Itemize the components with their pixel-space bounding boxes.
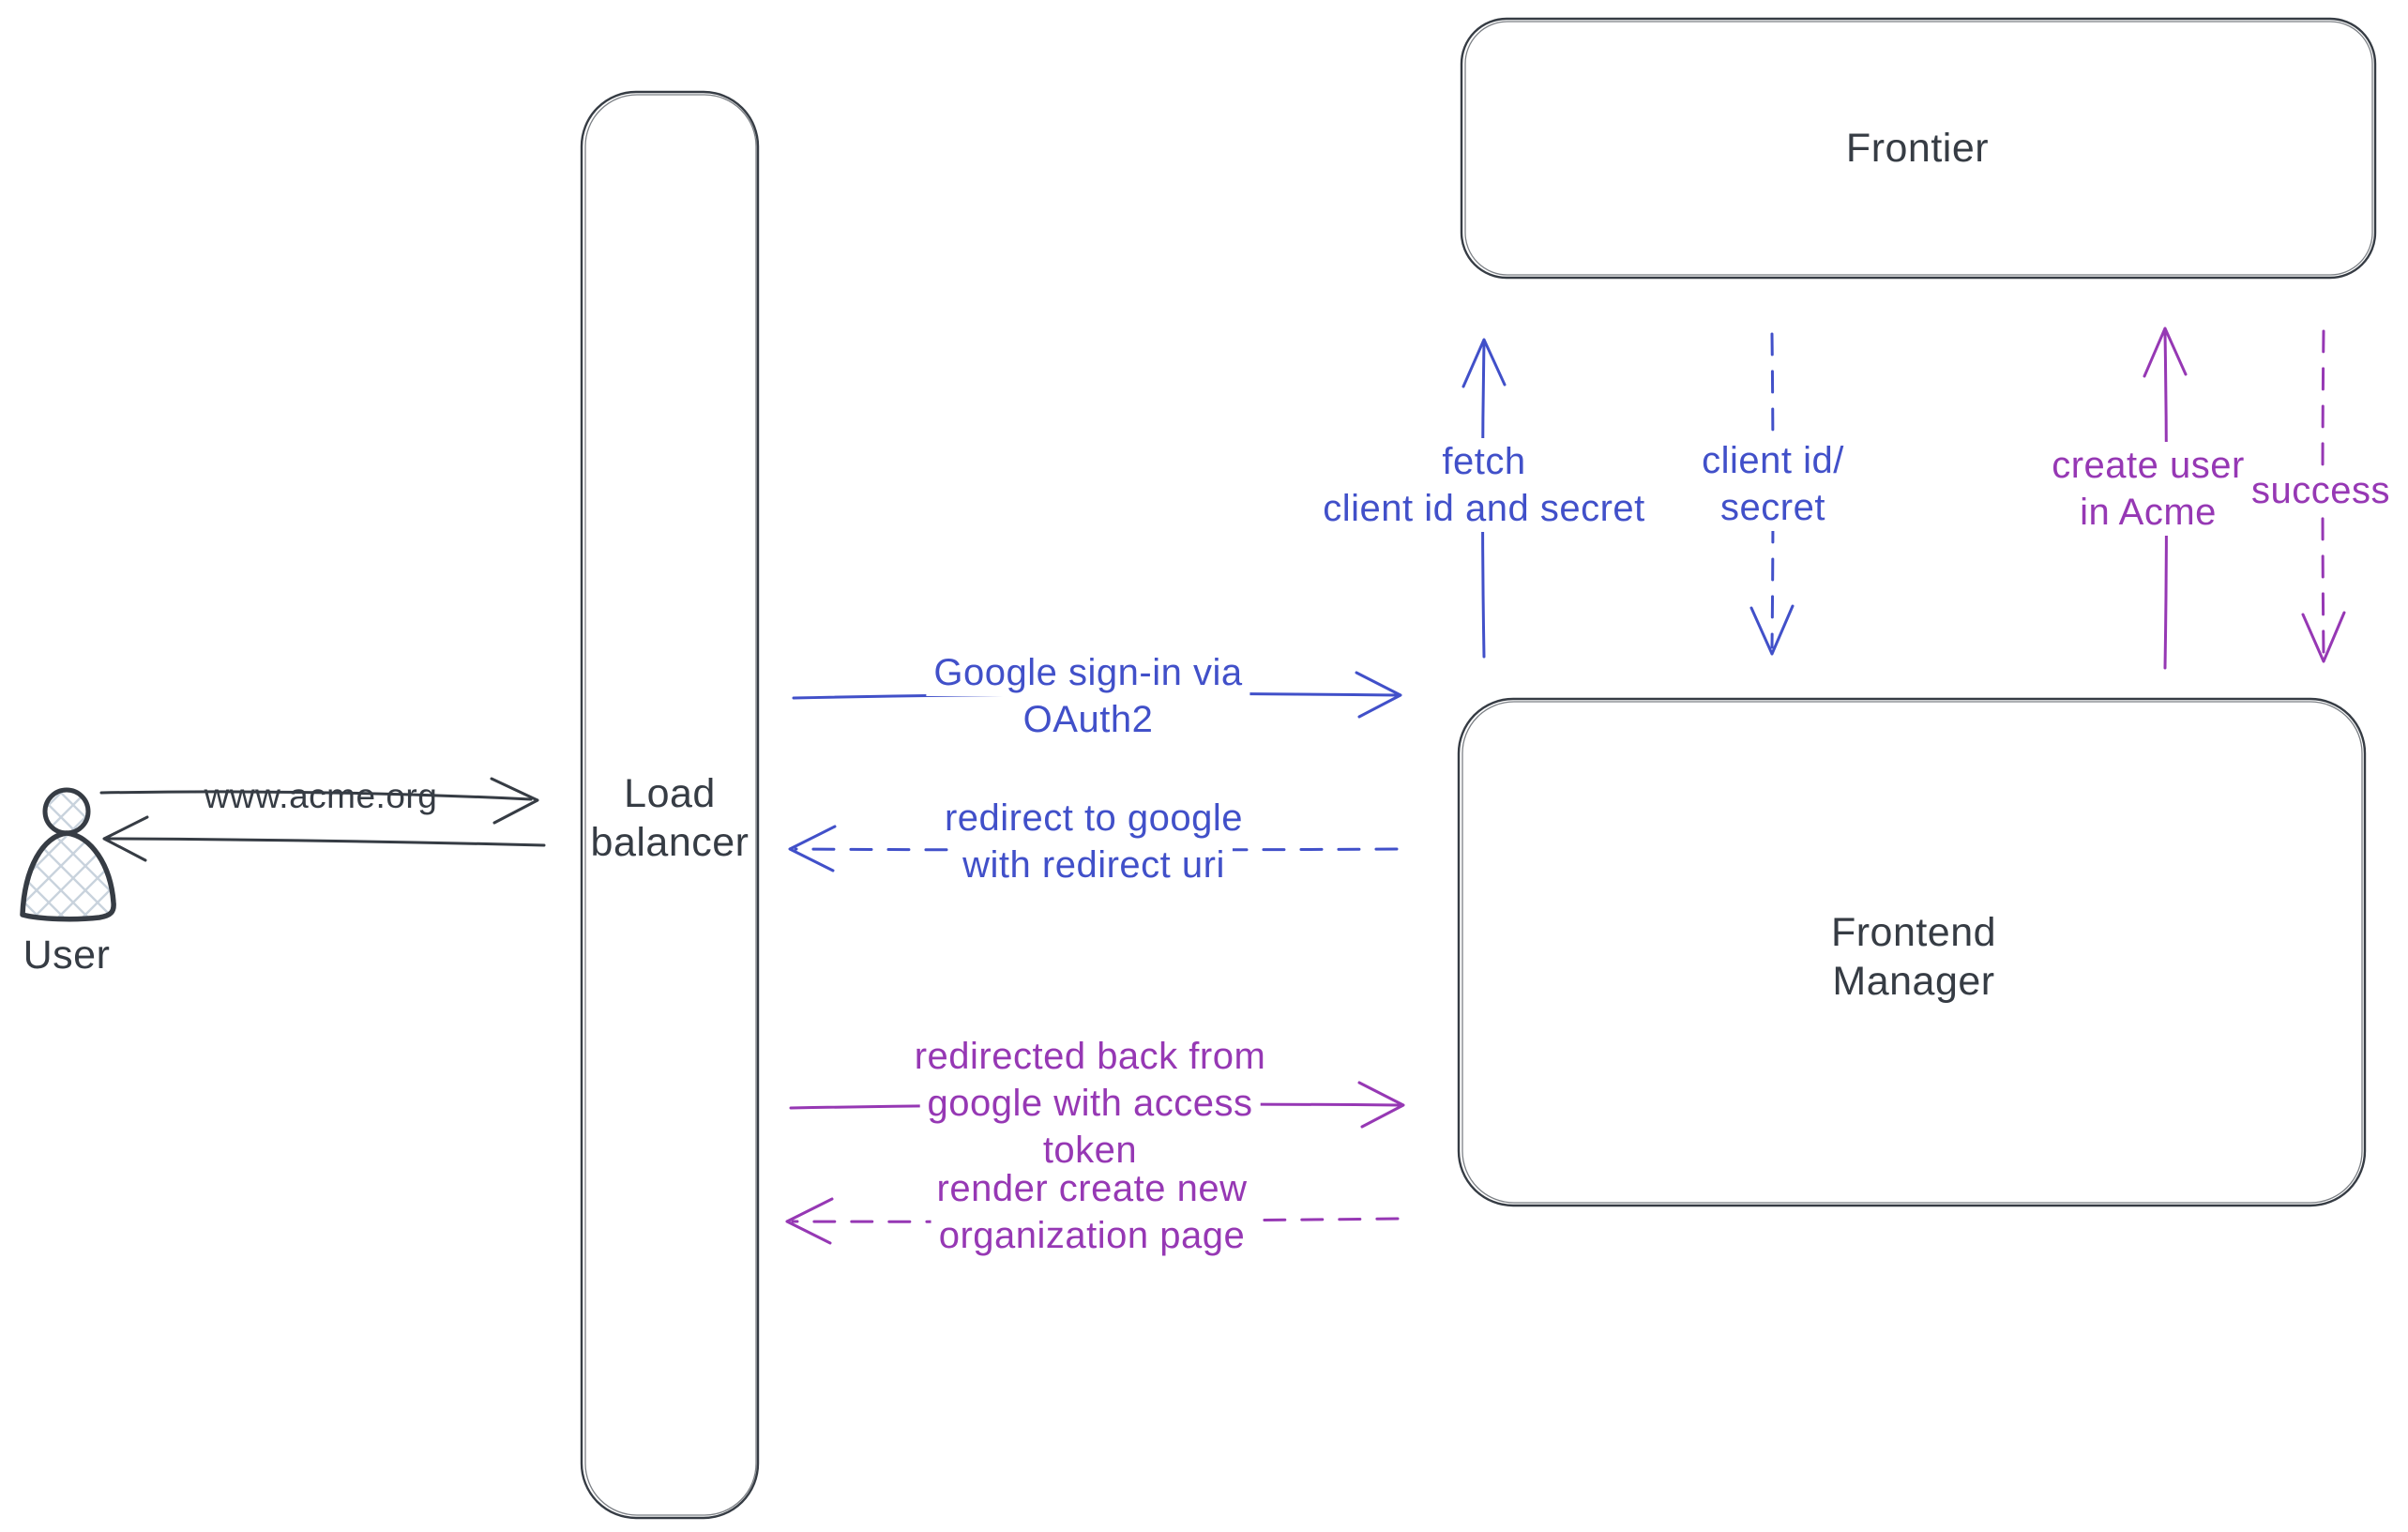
frontend-manager-label: Frontend Manager xyxy=(1830,910,1997,1004)
redirect-google-label: redirect to google with redirect uri xyxy=(936,795,1251,888)
render-org-page-label: render create new organization page xyxy=(929,1165,1255,1259)
user-label: User xyxy=(23,933,111,978)
google-signin-label: Google sign-in via OAuth2 xyxy=(926,649,1250,743)
user-icon xyxy=(20,787,116,922)
load-balancer-box xyxy=(580,90,760,1520)
www-acme-label: www.acme.org xyxy=(204,777,438,815)
load-balancer-label: Load balancer xyxy=(590,771,750,865)
fetch-client-label: fetch client id and secret xyxy=(1315,438,1653,532)
arrow-lb-to-user xyxy=(102,815,546,862)
arrow-user-to-lb xyxy=(99,777,539,825)
success-label: success xyxy=(2244,467,2398,514)
frontier-label: Frontier xyxy=(1845,126,1990,171)
create-user-label: create user in Acme xyxy=(2044,442,2252,536)
redirected-back-label: redirected back from google with access … xyxy=(906,1033,1274,1174)
client-id-secret-label: client id/ secret xyxy=(1694,437,1852,531)
frontier-box xyxy=(1460,17,2377,280)
frontend-manager-box xyxy=(1457,697,2367,1207)
